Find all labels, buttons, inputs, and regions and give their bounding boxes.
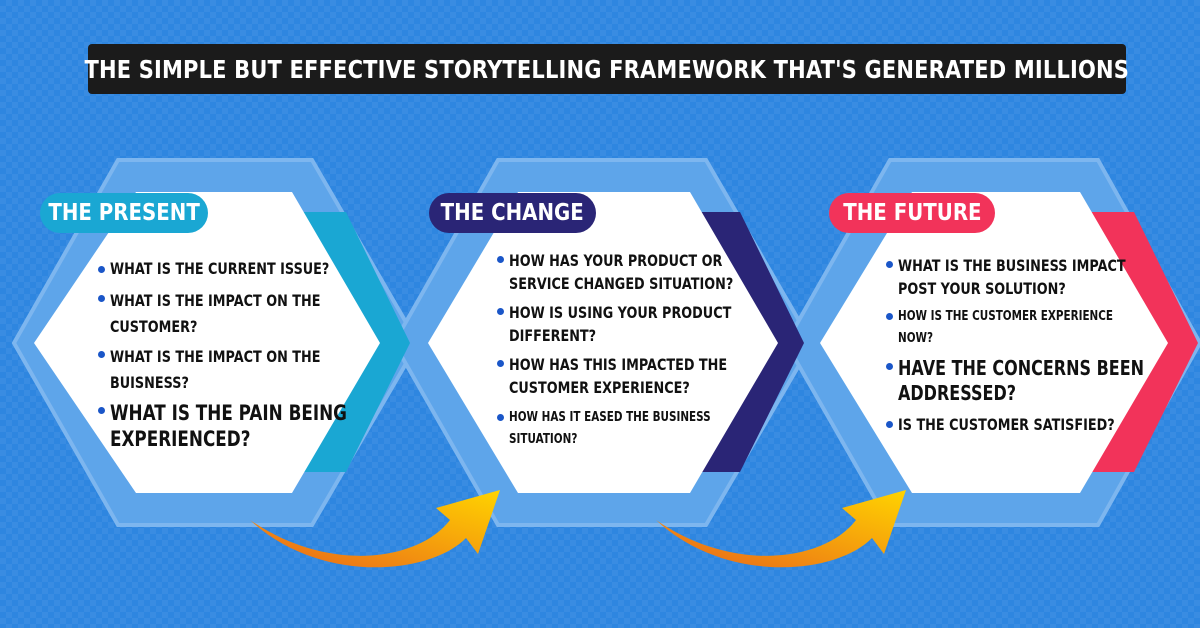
list-item: WHAT IS THE BUSINESS IMPACT POST YOUR SO…: [886, 254, 1200, 300]
list-item: IS THE CUSTOMER SATISFIED?: [886, 414, 1200, 436]
list-item: HAVE THE CONCERNS BEEN ADDRESSED?: [886, 356, 1200, 406]
arrow-present-to-change: [250, 490, 500, 568]
change-bullet-list: HOW HAS YOUR PRODUCT OR SERVICE CHANGED …: [497, 249, 789, 451]
change-card: [428, 192, 778, 493]
list-item: WHAT IS THE CURRENT ISSUE?: [98, 259, 406, 278]
present-bullet-list: WHAT IS THE CURRENT ISSUE? WHAT IS THE I…: [98, 259, 406, 452]
list-item: WHAT IS THE PAIN BEING EXPERIENCED?: [98, 400, 406, 452]
list-item: HOW HAS THIS IMPACTED THE CUSTOMER EXPER…: [497, 353, 789, 399]
page-title: THE SIMPLE BUT EFFECTIVE STORYTELLING FR…: [84, 54, 1130, 84]
arrow-change-to-future: [656, 490, 906, 568]
future-bullet-list: WHAT IS THE BUSINESS IMPACT POST YOUR SO…: [886, 254, 1200, 436]
present-label: THE PRESENT: [40, 193, 208, 233]
list-item: WHAT IS THE IMPACT ON THE BUISNESS?: [98, 344, 406, 396]
present-card: [34, 192, 380, 493]
future-card: [820, 192, 1168, 493]
list-item: HOW IS THE CUSTOMER EXPERIENCE NOW?: [886, 306, 1200, 350]
list-item: WHAT IS THE IMPACT ON THE CUSTOMER?: [98, 288, 406, 340]
change-label: THE CHANGE: [429, 193, 596, 233]
title-bar: THE SIMPLE BUT EFFECTIVE STORYTELLING FR…: [85, 44, 1129, 94]
list-item: HOW HAS IT EASED THE BUSINESS SITUATION?: [497, 407, 789, 451]
future-label: THE FUTURE: [829, 193, 995, 233]
list-item: HOW HAS YOUR PRODUCT OR SERVICE CHANGED …: [497, 249, 789, 295]
list-item: HOW IS USING YOUR PRODUCT DIFFERENT?: [497, 301, 789, 347]
